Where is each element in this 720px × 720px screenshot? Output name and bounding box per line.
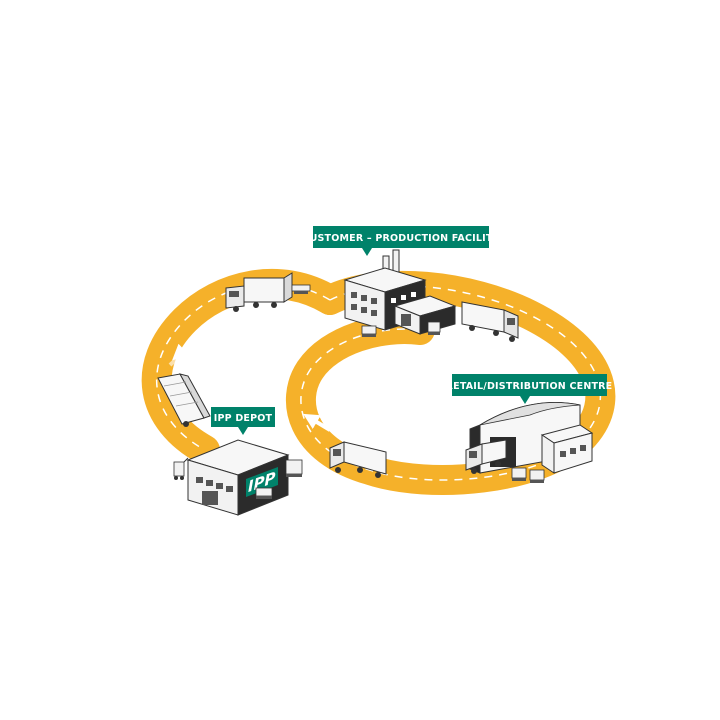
pallet-icon bbox=[427, 321, 441, 335]
flow-arrow-icon bbox=[168, 333, 202, 367]
truck-icon bbox=[465, 439, 507, 474]
pallet-icon bbox=[511, 467, 545, 483]
truck-icon bbox=[461, 301, 519, 342]
truck-icon bbox=[329, 441, 387, 478]
pallet-icon bbox=[291, 284, 311, 294]
pallet-icon bbox=[285, 459, 303, 477]
flow-arrow-icon bbox=[303, 413, 332, 432]
label-customer-production-facility: CUSTOMER – PRODUCTION FACILITY bbox=[302, 226, 499, 256]
pallet-icon bbox=[361, 325, 377, 337]
label-ipp-depot: IPP DEPOT bbox=[211, 407, 275, 435]
pallet-icon bbox=[255, 487, 273, 499]
factory-icon bbox=[343, 249, 457, 335]
flow-arrow-icon bbox=[518, 338, 546, 364]
trolley-icon bbox=[173, 457, 189, 480]
depot-label-text: IPP DEPOT bbox=[214, 413, 273, 424]
truck-icon bbox=[157, 373, 211, 427]
customer-label-text: CUSTOMER – PRODUCTION FACILITY bbox=[302, 233, 499, 244]
label-retail-distribution-centre: RETAIL/DISTRIBUTION CENTRE bbox=[446, 374, 613, 404]
retail-label-text: RETAIL/DISTRIBUTION CENTRE bbox=[446, 381, 613, 392]
truck-icon bbox=[225, 272, 293, 312]
warehouse-icon: IPP bbox=[186, 439, 290, 516]
